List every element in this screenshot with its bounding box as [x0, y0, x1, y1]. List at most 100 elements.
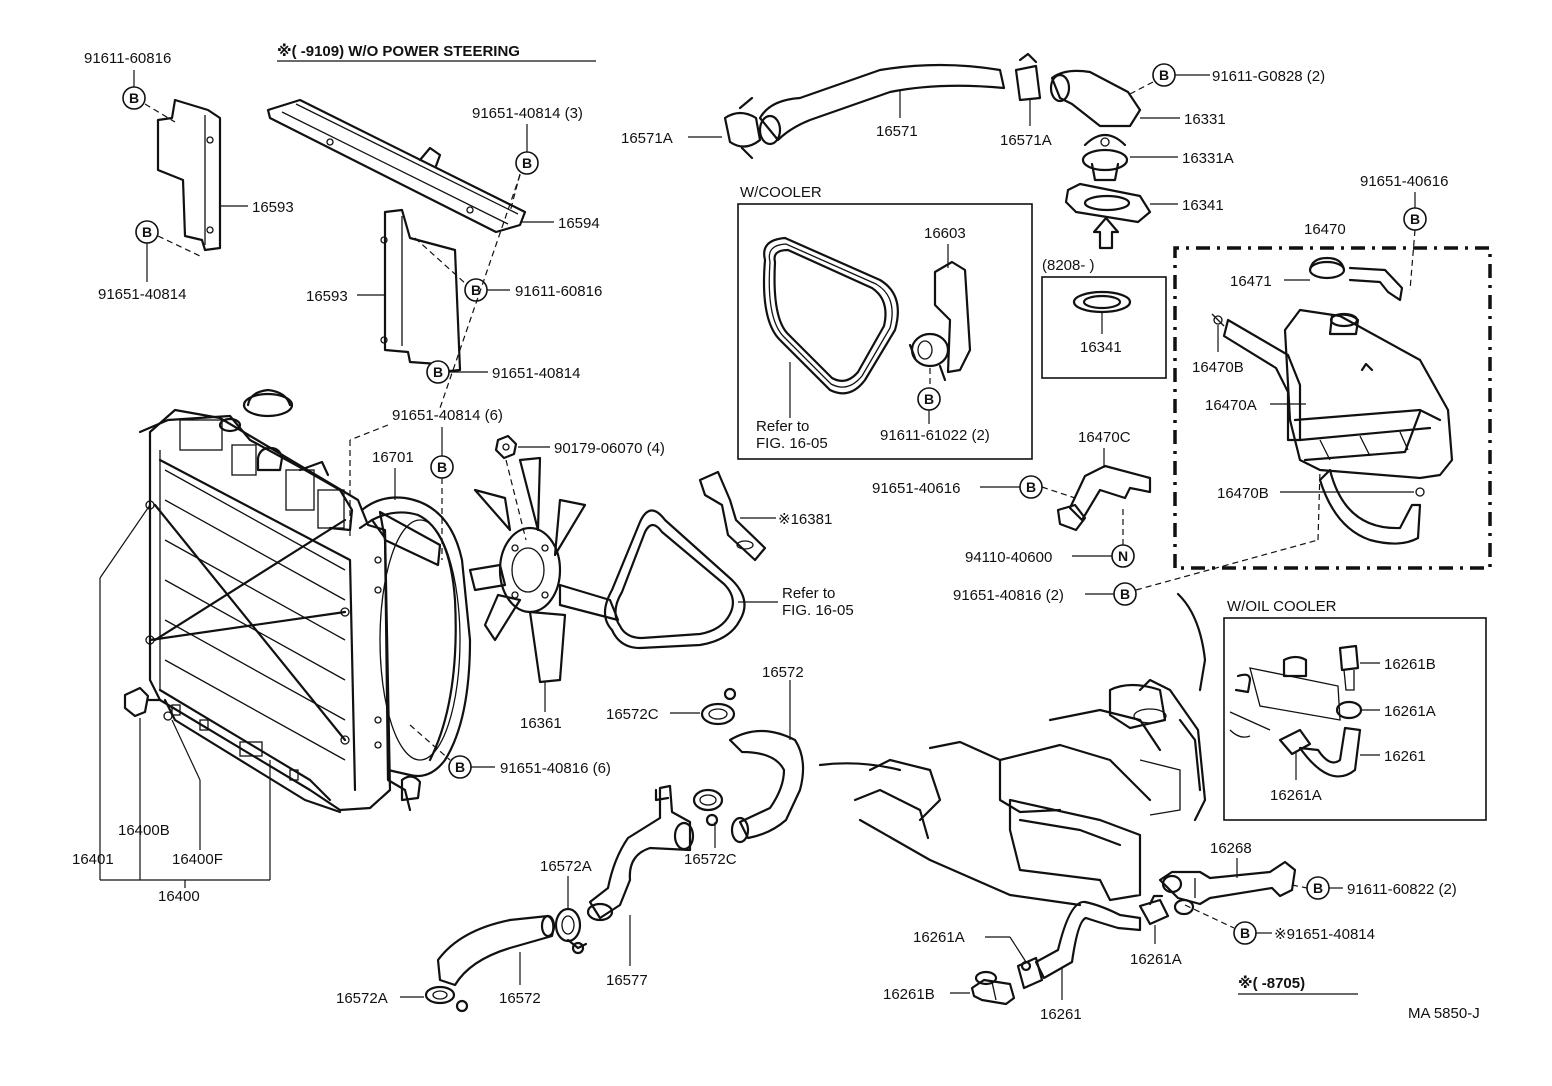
fan-shroud-16701: [360, 496, 472, 778]
part-label: 91651-40816 (2): [953, 587, 1064, 604]
part-label: 16268: [1210, 840, 1252, 857]
clip-16470b-bot: [1415, 487, 1425, 497]
bolt-badge: B: [1233, 921, 1257, 945]
bolt-badge: B: [430, 455, 454, 479]
part-label: 16341: [1080, 339, 1122, 356]
refer-text: FIG. 16-05: [782, 602, 854, 619]
part-label: 16261B: [1384, 656, 1436, 673]
clamp-16261a-bot: [1016, 956, 1044, 990]
svg-text:B: B: [455, 759, 465, 775]
part-label: 16401: [72, 851, 114, 868]
part-label: 16572A: [336, 990, 388, 1007]
part-label: 16261A: [1270, 787, 1322, 804]
bolt-badge: B: [1113, 582, 1137, 606]
bolt-badge: B: [917, 387, 941, 411]
thermostat-16331a: [1081, 133, 1129, 182]
part-label: 16331: [1184, 111, 1226, 128]
part-label: 90179-06070 (4): [554, 440, 665, 457]
hose-16572-upper: [728, 730, 805, 844]
part-label: 91651-40814: [492, 365, 580, 382]
fan-16361: [468, 456, 620, 684]
part-label: 91611-60816: [515, 283, 602, 300]
part-label: 16261A: [1384, 703, 1436, 720]
part-label: 16572C: [684, 851, 737, 868]
bolt-badge: B: [515, 151, 539, 175]
part-label: 16341: [1182, 197, 1224, 214]
union-16261b: [970, 970, 1016, 1006]
part-label: 94110-40600: [965, 549, 1052, 566]
clip-16470b-top: [1211, 313, 1225, 327]
oil-pipe-16268: [1158, 860, 1297, 906]
hose-16577: [586, 784, 695, 922]
reservoir-bracket-16470c: [1056, 464, 1152, 532]
svg-text:B: B: [471, 282, 481, 298]
part-label: 16603: [924, 225, 966, 242]
reservoir-cap-16471: [1308, 256, 1346, 280]
part-label: 91651-40814 (3): [472, 105, 583, 122]
part-label: 16571A: [1000, 132, 1052, 149]
bolt-badge: B: [1403, 207, 1427, 231]
part-label: 16470B: [1217, 485, 1269, 502]
svg-text:B: B: [924, 391, 934, 407]
refer-text: FIG. 16-05: [756, 435, 828, 452]
engine-block-outline: [818, 592, 1207, 907]
oil-cooler-assembly: [1229, 644, 1363, 778]
clamp-16572c-mid: [692, 788, 724, 827]
part-label: 16572A: [540, 858, 592, 875]
part-label: 16261B: [883, 986, 935, 1003]
svg-text:B: B: [1313, 880, 1323, 896]
part-label: 16261: [1040, 1006, 1082, 1023]
bolt-badge: B: [1306, 876, 1330, 900]
refer-text: Refer to: [782, 585, 835, 602]
part-label: 16471: [1230, 273, 1272, 290]
svg-text:B: B: [1240, 925, 1250, 941]
cooler-box-title: W/COOLER: [740, 184, 822, 201]
part-label: 16470B: [1192, 359, 1244, 376]
part-label: 91651-40814: [98, 286, 186, 303]
part-label: 16572: [499, 990, 541, 1007]
part-label: 16400F: [172, 851, 223, 868]
part-label: 16400B: [118, 822, 170, 839]
part-label: 16701: [372, 449, 414, 466]
part-label: 16261A: [913, 929, 965, 946]
gasket-16341-alt: [1072, 290, 1132, 314]
part-label: 16331A: [1182, 150, 1234, 167]
bracket-16381: [698, 470, 767, 562]
bolt-badge: B: [1152, 63, 1176, 87]
part-label: 16361: [520, 715, 562, 732]
idler-pulley-16603: [908, 260, 972, 382]
part-label: 16470C: [1078, 429, 1131, 446]
upper-hose-16571: [723, 63, 1006, 160]
part-label: ※16381: [778, 511, 832, 528]
bolt-badge: B: [448, 755, 472, 779]
part-label: ※91651-40814: [1274, 926, 1375, 943]
clamp-16572a-mid: [554, 907, 588, 955]
arrow-up-icon: [1092, 216, 1120, 250]
svg-text:B: B: [129, 90, 139, 106]
reservoir-tank-16470: [1283, 308, 1454, 480]
document-code: MA 5850-J: [1408, 1005, 1480, 1022]
svg-text:B: B: [1120, 586, 1130, 602]
bolt-badge: B: [426, 360, 450, 384]
nut-badge: N: [1111, 544, 1135, 568]
overflow-hose-16470a: [1222, 318, 1302, 442]
upper-shroud-16594: [266, 98, 527, 234]
svg-text:N: N: [1118, 548, 1128, 564]
date-8208-box: [1041, 276, 1167, 379]
part-label: 16261A: [1130, 951, 1182, 968]
clamp-16572c-top: [700, 687, 737, 726]
svg-text:B: B: [1159, 67, 1169, 83]
part-label: 91651-40814 (6): [392, 407, 503, 424]
water-outlet-16331: [1049, 69, 1142, 128]
part-label: 16400: [158, 888, 200, 905]
svg-text:B: B: [522, 155, 532, 171]
svg-text:B: B: [1026, 479, 1036, 495]
part-label: 16577: [606, 972, 648, 989]
part-label: 16593: [252, 199, 294, 216]
bolt-badge: B: [1019, 475, 1043, 499]
part-label: 16572: [762, 664, 804, 681]
svg-text:B: B: [1410, 211, 1420, 227]
part-label: 16572C: [606, 706, 659, 723]
gasket-16341: [1064, 182, 1152, 224]
